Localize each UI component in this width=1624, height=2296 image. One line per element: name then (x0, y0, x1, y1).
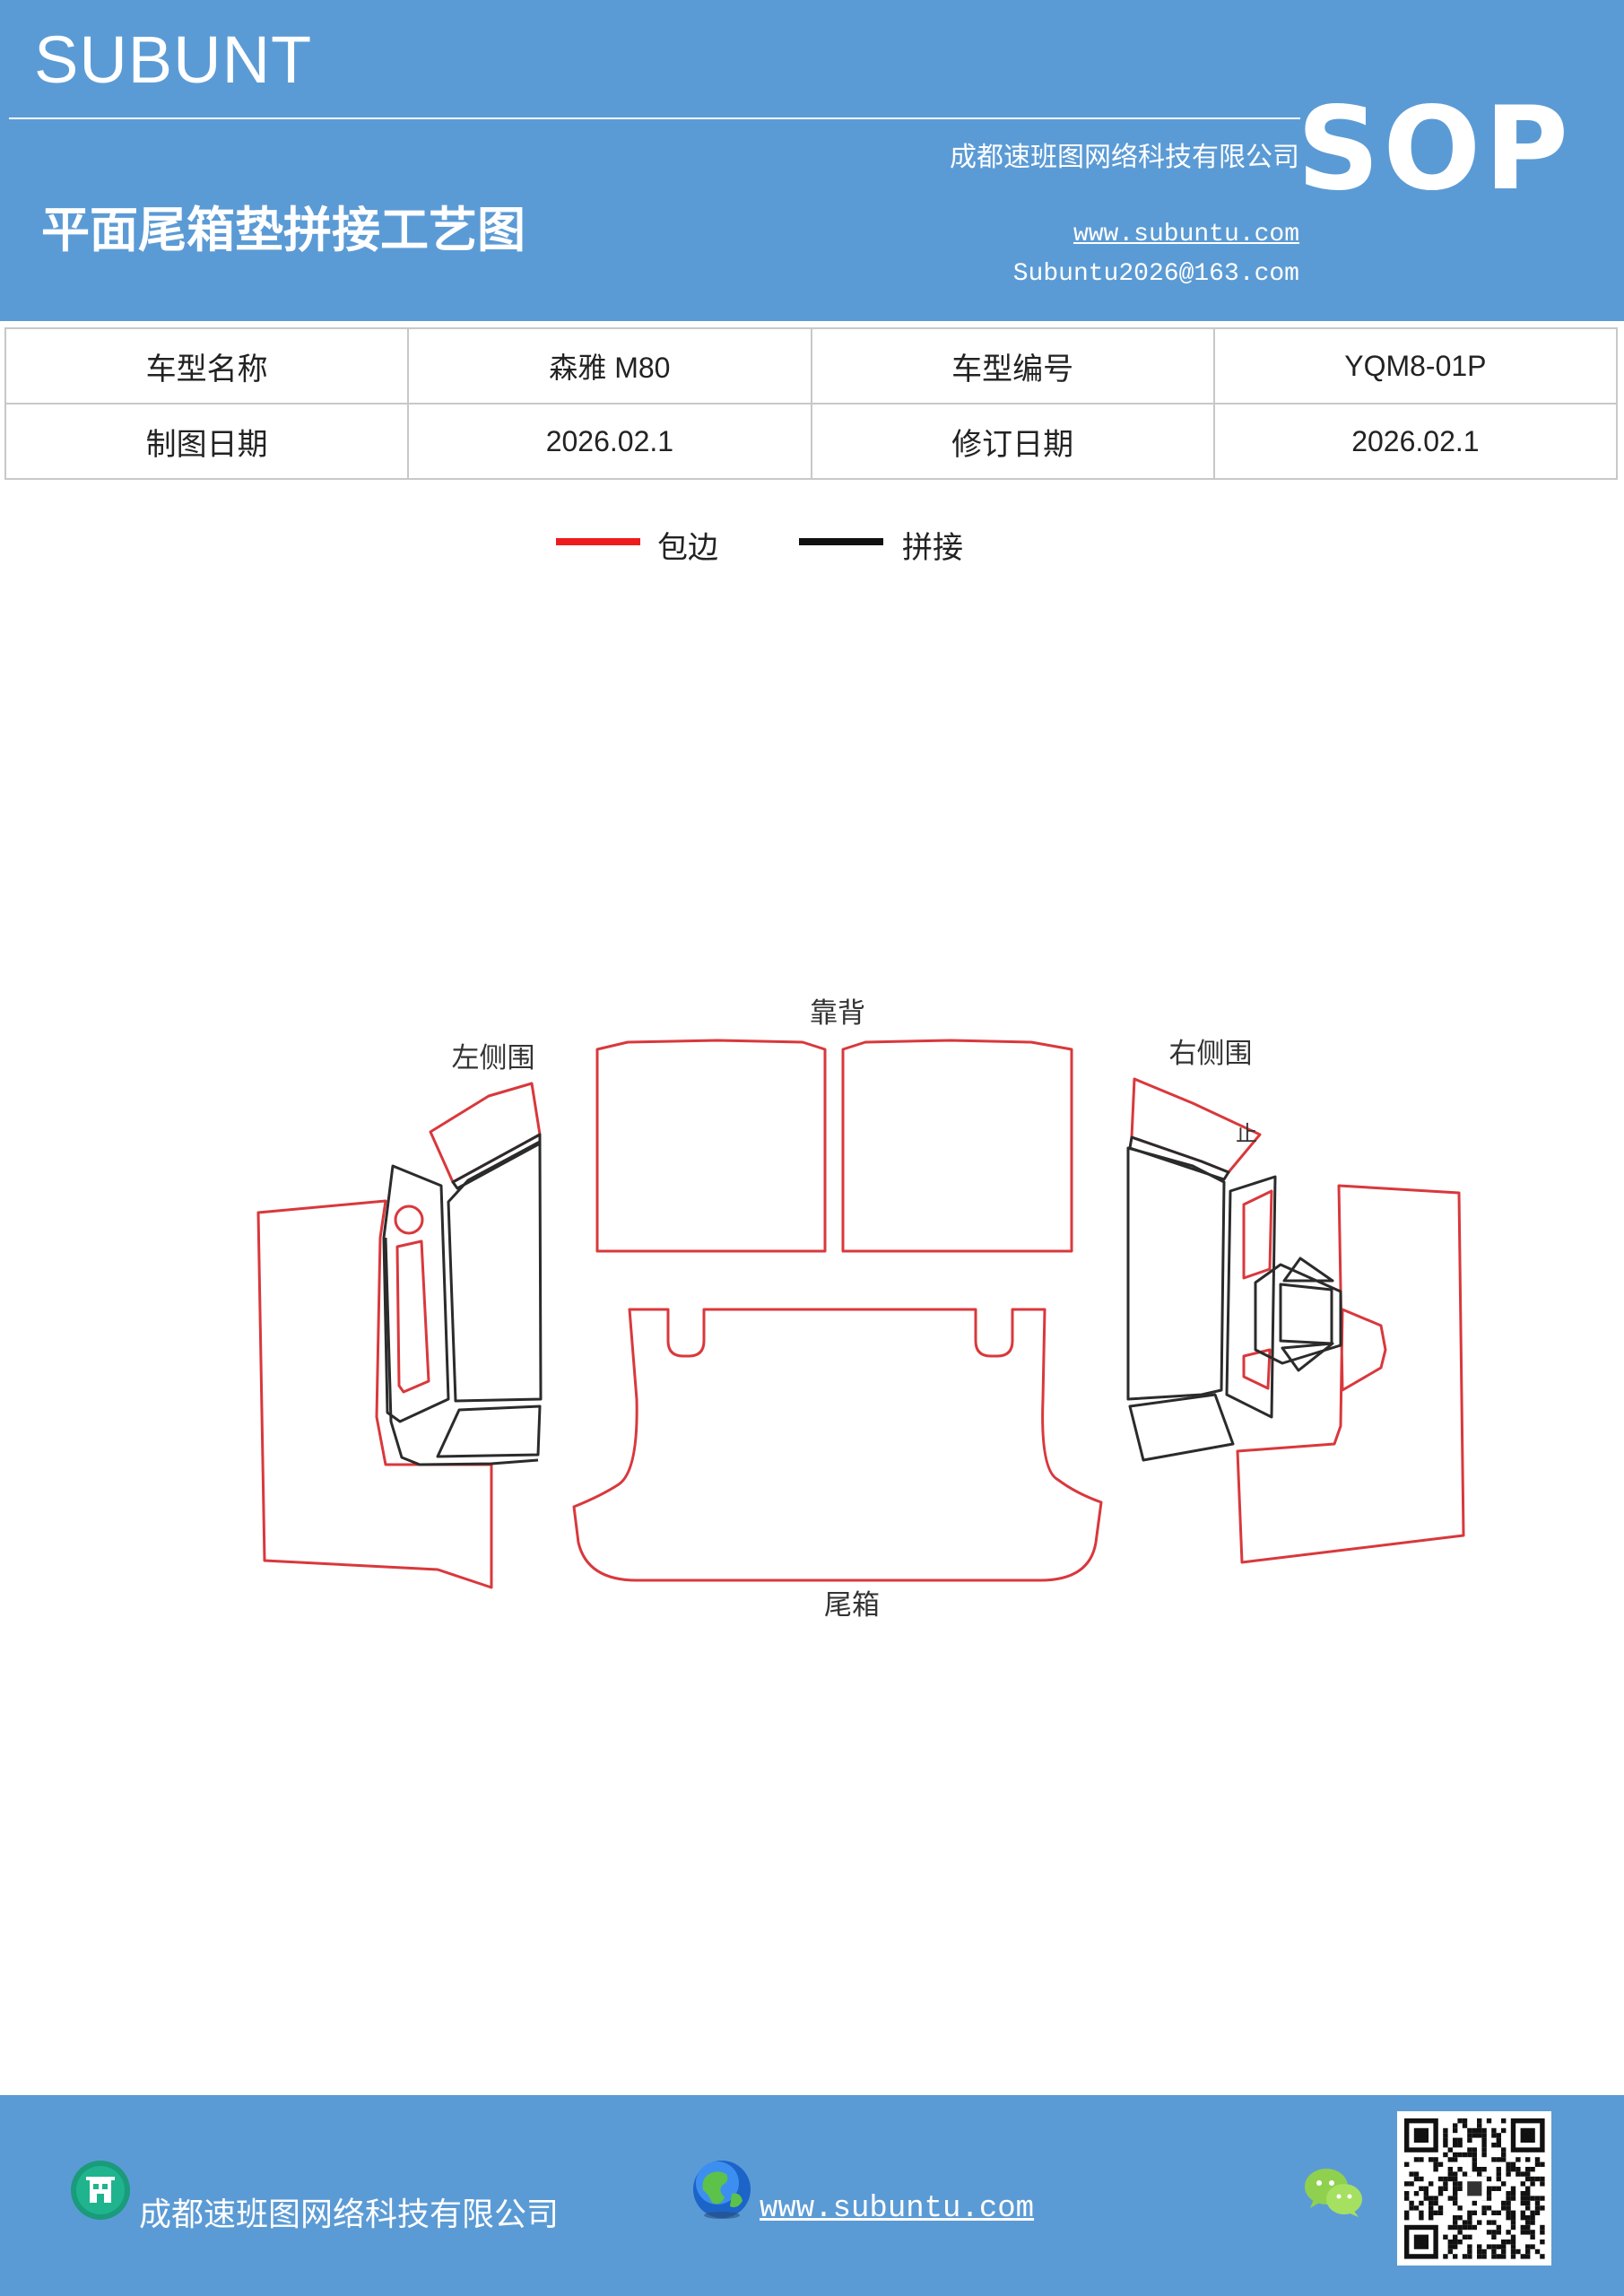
left-side-middle-panel (447, 1140, 543, 1403)
stop-mark: 止 (1236, 1121, 1257, 1146)
header-banner (0, 0, 1624, 321)
left-side-top-splice (451, 1133, 542, 1190)
right-side-top-splice (1128, 1135, 1230, 1181)
left-side-pillar (382, 1164, 450, 1423)
model-code-value: YQM8-01P (1212, 327, 1619, 404)
splice-legend-label: 拼接 (902, 530, 963, 566)
right-side-bracket-top (1282, 1257, 1334, 1283)
right-side-label: 右侧围 (1169, 1038, 1253, 1070)
right-side-pieces (1126, 1077, 1465, 1564)
wechat-icon (1305, 2169, 1362, 2217)
model-name-label: 车型名称 (4, 327, 410, 404)
left-side-bottom-panel (436, 1405, 542, 1458)
right-side-big-panel (1236, 1184, 1465, 1564)
model-name-value: 森雅 M80 (407, 327, 812, 404)
right-side-bracket (1254, 1263, 1342, 1365)
left-side-slot (395, 1239, 430, 1394)
qr-code-image (1404, 2118, 1545, 2259)
globe-icon (693, 2161, 751, 2219)
edge-legend-line (556, 538, 640, 545)
header-company: 成都速班图网络科技有限公司 (950, 142, 1299, 173)
revise-date-value: 2026.02.1 (1212, 403, 1619, 480)
right-side-bottom-panel (1128, 1393, 1235, 1462)
footer-company: 成都速班图网络科技有限公司 (139, 2196, 560, 2233)
left-side-top-panel (429, 1082, 542, 1184)
legend: 包边 拼接 (0, 520, 1624, 574)
backrest-right-panel (841, 1039, 1073, 1253)
right-side-bracket-bottom (1281, 1342, 1334, 1372)
backrest-pieces (595, 1039, 1073, 1253)
edge-legend-label: 包边 (657, 530, 718, 566)
footer-website-link[interactable]: www.subuntu.com (760, 2192, 1035, 2226)
draw-date-value: 2026.02.1 (407, 403, 812, 480)
left-side-pillar-outline (384, 1237, 539, 1466)
sop-badge: SOP (1297, 83, 1572, 216)
table-row: 车型名称 森雅 M80 车型编号 YQM8-01P (4, 327, 1619, 404)
revise-date-label: 修订日期 (810, 403, 1215, 480)
brand-name: SUBUNT (34, 22, 313, 97)
right-side-pillar (1225, 1175, 1277, 1419)
header-website-link[interactable]: www.subuntu.com (1073, 221, 1299, 248)
backrest-left-panel (595, 1039, 827, 1253)
model-code-label: 车型编号 (810, 327, 1215, 404)
table-row: 制图日期 2026.02.1 修订日期 2026.02.1 (4, 403, 1619, 480)
right-side-middle-panel (1126, 1146, 1226, 1401)
trunk-floor-panel (572, 1308, 1103, 1582)
header-email[interactable]: Subuntu2026@163.com (1012, 260, 1299, 288)
vehicle-info-table: 车型名称 森雅 M80 车型编号 YQM8-01P 制图日期 2026.02.1… (4, 327, 1619, 480)
backrest-label: 靠背 (810, 997, 865, 1030)
right-side-upper-slot (1242, 1189, 1273, 1280)
qr-code (1397, 2111, 1551, 2266)
left-side-label: 左侧围 (452, 1042, 535, 1074)
document-title: 平面尾箱垫拼接工艺图 (41, 201, 525, 258)
splice-legend-line (799, 538, 883, 545)
trunk-mat-diagram: 左侧围 靠背 右侧围 尾箱 止 (256, 997, 1465, 1622)
left-side-hole (394, 1205, 424, 1235)
building-icon (71, 2161, 130, 2220)
header-divider (9, 117, 1300, 119)
draw-date-label: 制图日期 (4, 403, 410, 480)
trunk-label: 尾箱 (824, 1589, 880, 1622)
left-side-pieces (256, 1082, 543, 1589)
right-side-bracket-inner (1279, 1283, 1333, 1345)
